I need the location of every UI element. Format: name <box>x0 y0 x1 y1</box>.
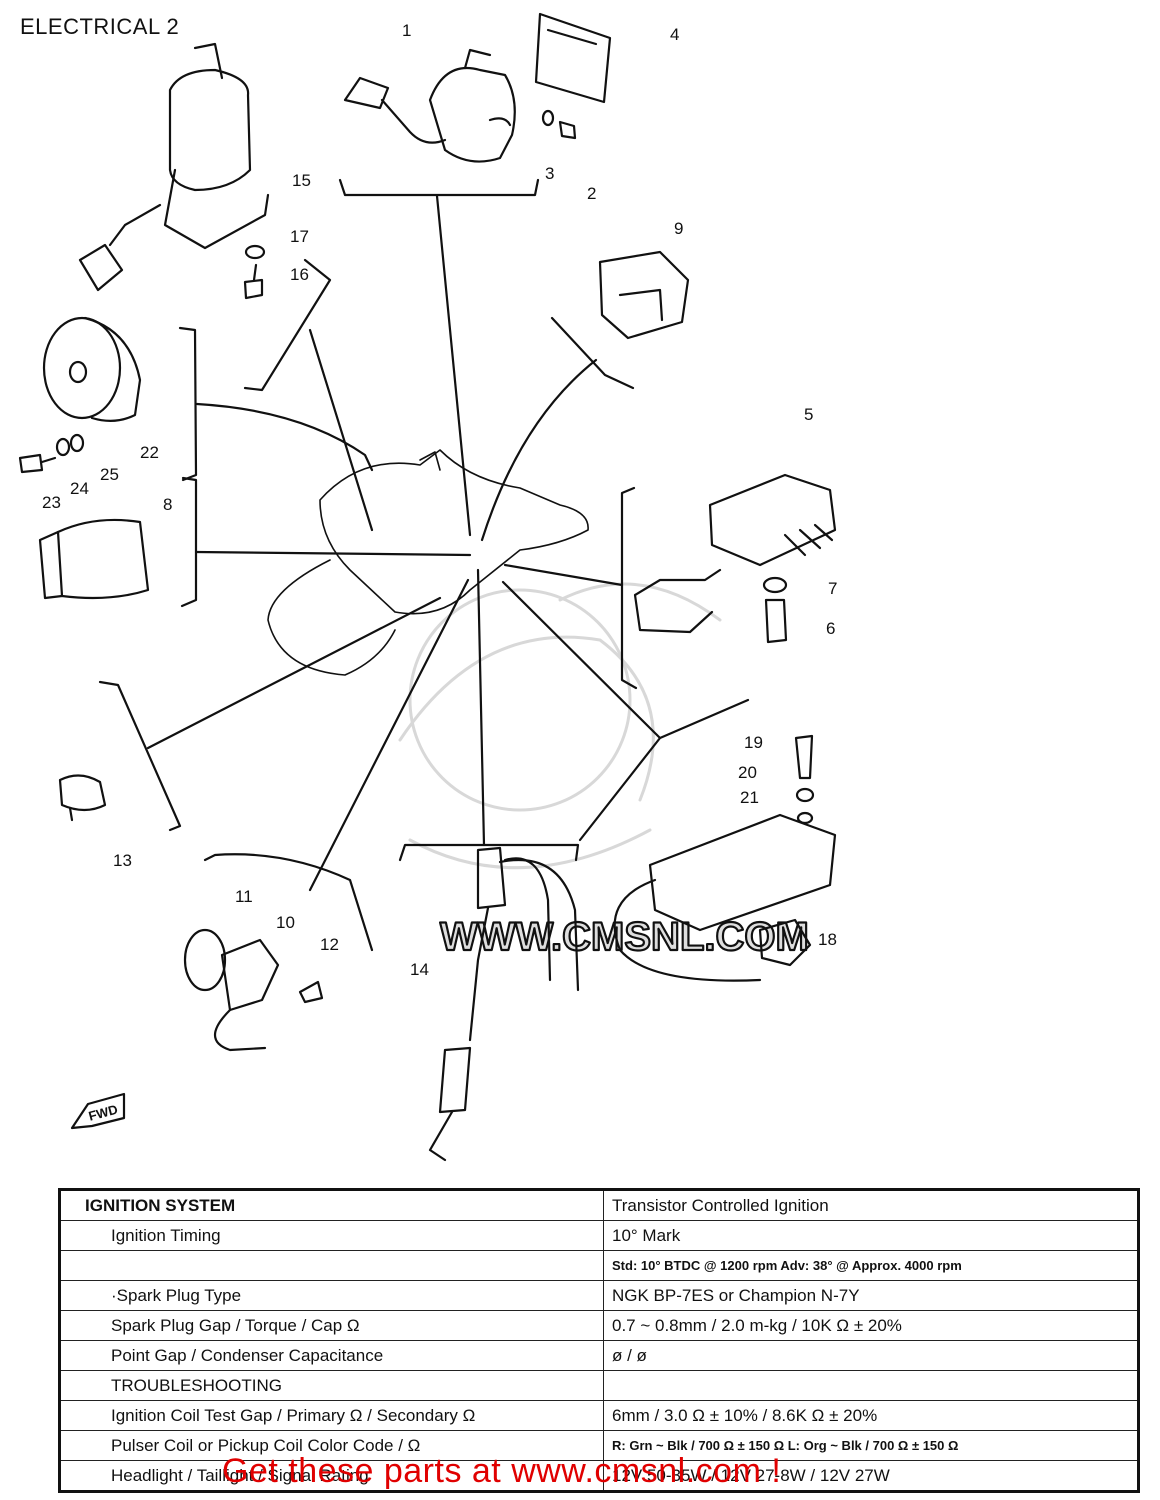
callout-5: 5 <box>804 405 813 424</box>
table-row: Spark Plug Gap / Torque / Cap Ω 0.7 ~ 0.… <box>59 1310 1139 1341</box>
washer-20 <box>795 787 815 803</box>
spec-label: Ignition Timing <box>59 1220 604 1251</box>
table-row: IGNITION SYSTEM Transistor Controlled Ig… <box>59 1189 1139 1221</box>
spec-value: 12V 50-35W / 12V 27-8W / 12V 27W <box>603 1460 1139 1492</box>
exploded-parts-diagram: WWW.CMSNL.COM <box>18 12 837 1162</box>
engine-outline <box>267 449 589 676</box>
bolt-16 <box>243 263 264 300</box>
callout-12: 12 <box>320 935 339 954</box>
callout-20: 20 <box>738 763 757 782</box>
callout-21: 21 <box>740 788 759 807</box>
callout-1: 1 <box>402 21 411 40</box>
spec-value: NGK BP-7ES or Champion N-7Y <box>603 1280 1139 1311</box>
callout-10: 10 <box>276 913 295 932</box>
watermark-mascot <box>398 582 722 870</box>
buy-parts-banner-link[interactable]: Get these parts at www.cmsnl.com ! <box>222 1452 782 1490</box>
rectifier-regulator-5 <box>633 473 837 634</box>
spec-value: ø / ø <box>603 1340 1139 1371</box>
spec-value: Std: 10° BTDC @ 1200 rpm Adv: 38° @ Appr… <box>603 1250 1139 1281</box>
bolt-19 <box>794 734 814 780</box>
callout-24: 24 <box>70 479 89 498</box>
nut-17 <box>244 244 266 260</box>
spec-label: ·Spark Plug Type <box>59 1280 604 1311</box>
flasher-relay-9 <box>598 250 690 340</box>
callout-19: 19 <box>744 733 763 752</box>
spec-label: Spark Plug Gap / Torque / Cap Ω <box>59 1310 604 1341</box>
leader-lines <box>98 178 750 952</box>
washer-25 <box>69 433 85 453</box>
neutral-switch-13 <box>58 774 107 822</box>
screw-12 <box>298 980 324 1004</box>
spec-value: 6mm / 3.0 Ω ± 10% / 8.6K Ω ± 20% <box>603 1400 1139 1431</box>
nut-2 <box>558 120 577 140</box>
spec-value: R: Grn ~ Blk / 700 Ω ± 150 Ω L: Org ~ Bl… <box>603 1430 1139 1461</box>
relay-8 <box>38 518 150 600</box>
washer-3 <box>541 109 555 127</box>
fwd-arrow-icon <box>70 1092 126 1130</box>
callout-8: 8 <box>163 495 172 514</box>
table-row: Std: 10° BTDC @ 1200 rpm Adv: 38° @ Appr… <box>59 1250 1139 1281</box>
callout-14: 14 <box>410 960 429 979</box>
spec-value: 0.7 ~ 0.8mm / 2.0 m-kg / 10K Ω ± 20% <box>603 1310 1139 1341</box>
spec-label <box>59 1250 604 1281</box>
bolt-23 <box>18 453 57 474</box>
spec-label: Ignition Coil Test Gap / Primary Ω / Sec… <box>59 1400 604 1431</box>
table-row: Ignition Timing 10° Mark <box>59 1220 1139 1251</box>
table-row: TROUBLESHOOTING <box>59 1370 1139 1401</box>
callout-3: 3 <box>545 164 554 183</box>
callout-13: 13 <box>113 851 132 870</box>
main-switch-15 <box>78 42 270 292</box>
callout-labels: 1 2 3 4 5 6 7 8 9 10 11 12 13 14 15 16 1… <box>42 21 837 1124</box>
callout-9: 9 <box>674 219 683 238</box>
fwd-label: FWD <box>87 1102 119 1124</box>
callout-23: 23 <box>42 493 61 512</box>
callout-6: 6 <box>826 619 835 638</box>
callout-2: 2 <box>587 184 596 203</box>
page-title: ELECTRICAL 2 <box>20 14 180 39</box>
callout-17: 17 <box>290 227 309 246</box>
table-row: Headlight / Taillight / Signal Rating 12… <box>59 1460 1139 1492</box>
spark-plug-lead-14 <box>428 846 580 1162</box>
washer-7 <box>762 576 788 594</box>
callout-22: 22 <box>140 443 159 462</box>
plate-4 <box>534 12 612 104</box>
table-row: Ignition Coil Test Gap / Primary Ω / Sec… <box>59 1400 1139 1431</box>
callout-16: 16 <box>290 265 309 284</box>
table-row: Pulser Coil or Pickup Coil Color Code / … <box>59 1430 1139 1461</box>
callout-15: 15 <box>292 171 311 190</box>
watermark-text: WWW.CMSNL.COM <box>440 915 809 959</box>
igniter-unit-18 <box>613 813 837 982</box>
pickup-cover-10 <box>213 938 280 1052</box>
o-ring-11 <box>183 928 227 992</box>
table-row: ·Spark Plug Type NGK BP-7ES or Champion … <box>59 1280 1139 1311</box>
spec-label: Point Gap / Condenser Capacitance <box>59 1340 604 1371</box>
spec-label: Pulser Coil or Pickup Coil Color Code / … <box>59 1430 604 1461</box>
callout-11: 11 <box>235 887 253 906</box>
spec-value <box>603 1370 1139 1401</box>
callout-7: 7 <box>828 579 837 598</box>
spec-label: Headlight / Taillight / Signal Rating <box>59 1460 604 1492</box>
spec-value: Transistor Controlled Ignition <box>603 1189 1139 1221</box>
horn-22 <box>42 316 142 422</box>
washer-24 <box>55 437 71 457</box>
ignition-spec-table: IGNITION SYSTEM Transistor Controlled Ig… <box>58 1188 1140 1493</box>
table-row: Point Gap / Condenser Capacitance ø / ø <box>59 1340 1139 1371</box>
bolt-6 <box>764 598 788 644</box>
spec-value: 10° Mark <box>603 1220 1139 1251</box>
callout-4: 4 <box>670 25 679 44</box>
spec-label: TROUBLESHOOTING <box>59 1370 604 1401</box>
callout-18: 18 <box>818 930 837 949</box>
callout-25: 25 <box>100 465 119 484</box>
ignition-coil-1 <box>343 48 516 163</box>
spec-label: IGNITION SYSTEM <box>59 1189 604 1221</box>
